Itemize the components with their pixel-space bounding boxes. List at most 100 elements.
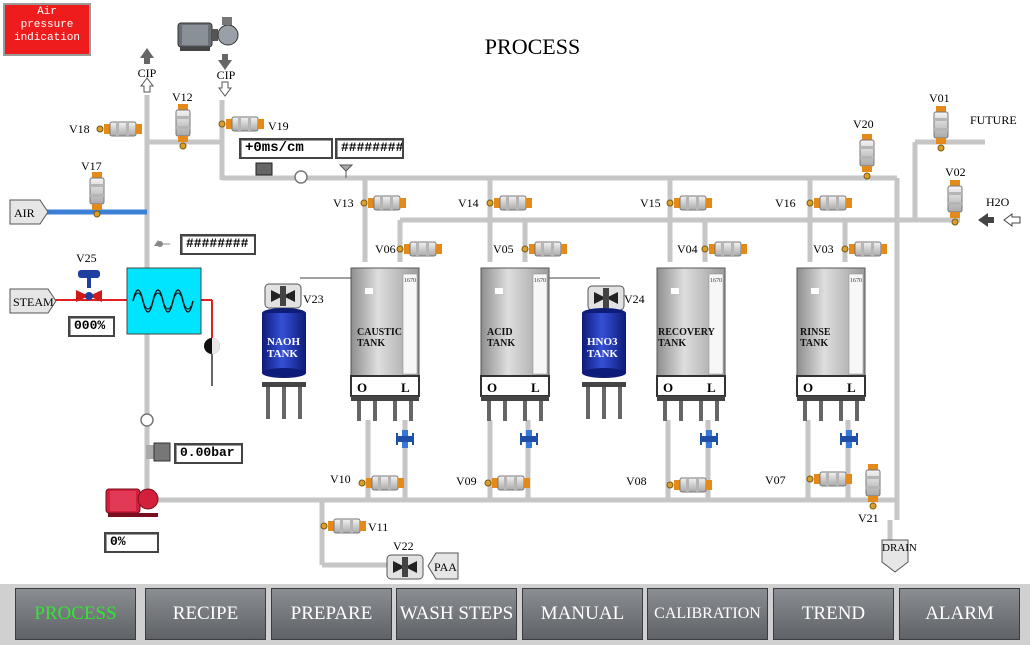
rinse-tank-label-2: TANK xyxy=(800,338,828,349)
v08-label: V08 xyxy=(626,474,647,488)
pump-speed-readout[interactable]: 0% xyxy=(104,532,159,553)
nav-wash-steps-button[interactable]: WASH STEPS xyxy=(396,588,517,640)
rinse-tank-tag: 1670 xyxy=(850,278,862,284)
v22-label: V22 xyxy=(393,539,414,553)
rinse-low-level: O xyxy=(803,380,813,395)
v24-label: V24 xyxy=(624,292,645,306)
naoh-tank-label-2: TANK xyxy=(267,348,298,360)
nav-manual-button[interactable]: MANUAL xyxy=(522,588,643,640)
supply-pump-icon[interactable] xyxy=(177,17,239,51)
valve-v13-icon[interactable] xyxy=(360,195,407,211)
v23-label: V23 xyxy=(303,292,324,306)
v16-label: V16 xyxy=(775,196,796,210)
v15-label: V15 xyxy=(640,196,661,210)
steam-trap-icon xyxy=(204,338,220,386)
nav-process-button[interactable]: PROCESS xyxy=(15,588,136,640)
steam-source-tag: STEAM xyxy=(9,288,57,314)
caustic-tank-label-2: TANK xyxy=(357,338,385,349)
temperature-readout[interactable]: ######## xyxy=(180,234,256,255)
naoh-tank-label: NAOH xyxy=(267,336,300,348)
conductivity-aux-readout[interactable]: ######## xyxy=(335,138,404,159)
acid-level: L xyxy=(531,380,540,395)
future-label: FUTURE xyxy=(970,113,1017,127)
valve-v05-icon[interactable] xyxy=(521,241,568,257)
steam-valve-readout[interactable]: 000% xyxy=(68,316,115,337)
v04-label: V04 xyxy=(677,242,698,256)
v10-label: V10 xyxy=(330,472,351,486)
conductivity-meter-icon xyxy=(255,162,273,176)
caustic-tank-label: CAUSTIC xyxy=(357,327,402,338)
recovery-low-level: O xyxy=(663,380,673,395)
valve-v25-icon[interactable] xyxy=(76,270,102,302)
valve-v03-icon[interactable] xyxy=(841,241,888,257)
v06-label: V06 xyxy=(375,242,396,256)
valve-v23-icon[interactable] xyxy=(264,283,302,309)
recovery-flowmeter-icon xyxy=(700,430,718,448)
valve-v08-icon[interactable] xyxy=(666,477,713,493)
v25-label: V25 xyxy=(76,251,97,265)
acid-flowmeter-icon xyxy=(520,430,538,448)
h2o-inlet-arrow xyxy=(978,213,1021,227)
valve-v15-icon[interactable] xyxy=(666,195,713,211)
valve-v19-icon[interactable] xyxy=(218,116,265,132)
pressure-node-icon xyxy=(140,413,154,427)
air-label: AIR xyxy=(14,206,35,220)
valve-v22-icon[interactable] xyxy=(386,554,424,580)
acid-tank-label: ACID xyxy=(487,327,513,338)
v12-label: V12 xyxy=(172,90,193,104)
hno3-tank[interactable] xyxy=(582,308,626,419)
v13-label: V13 xyxy=(333,196,354,210)
nav-trend-button[interactable]: TREND xyxy=(773,588,894,640)
valve-v20-icon[interactable] xyxy=(859,133,875,180)
nav-calibration-button[interactable]: CALIBRATION xyxy=(647,588,768,640)
nav-alarm-button[interactable]: ALARM xyxy=(899,588,1020,640)
valve-v16-icon[interactable] xyxy=(806,195,853,211)
drain-tag: DRAIN xyxy=(881,539,917,573)
paa-label: PAA xyxy=(434,560,457,574)
pressure-readout[interactable]: 0.00bar xyxy=(174,443,243,464)
return-pump-icon[interactable] xyxy=(105,488,159,517)
cip-return-arrow xyxy=(140,48,154,93)
air-pressure-alarm[interactable]: Air pressure indication xyxy=(3,3,91,56)
valve-v07-icon[interactable] xyxy=(806,471,853,487)
naoh-tank[interactable] xyxy=(262,308,306,419)
v03-label: V03 xyxy=(813,242,834,256)
cip-supply-arrow xyxy=(218,54,232,97)
flow-switch-icon xyxy=(294,170,308,184)
piping xyxy=(144,95,985,568)
v20-label: V20 xyxy=(853,117,874,131)
valve-v18-icon[interactable] xyxy=(96,121,143,137)
nav-recipe-button[interactable]: RECIPE xyxy=(145,588,266,640)
cip-supply-label: CIP xyxy=(217,68,236,82)
drain-label: DRAIN xyxy=(882,542,917,554)
acid-low-level: O xyxy=(487,380,497,395)
valve-v14-icon[interactable] xyxy=(486,195,533,211)
v18-label: V18 xyxy=(69,122,90,136)
heat-exchanger-icon xyxy=(126,267,202,335)
conductivity-readout[interactable]: +0ms/cm xyxy=(239,138,333,159)
v19-label: V19 xyxy=(268,119,289,133)
v09-label: V09 xyxy=(456,474,477,488)
pressure-sensor-icon xyxy=(146,442,171,462)
hno3-tank-label: HNO3 xyxy=(587,336,618,348)
recovery-tank-label-2: TANK xyxy=(658,338,686,349)
v11-label: V11 xyxy=(368,520,388,534)
rinse-tank-label: RINSE xyxy=(800,327,831,338)
valve-v11-icon[interactable] xyxy=(320,518,367,534)
cip-return-label: CIP xyxy=(138,66,157,80)
acid-tank-tag: 1670 xyxy=(534,278,546,284)
air-source-tag: AIR xyxy=(9,199,49,225)
hno3-tank-label-2: TANK xyxy=(587,348,618,360)
recovery-level: L xyxy=(707,380,716,395)
valve-v04-icon[interactable] xyxy=(701,241,748,257)
page-title: PROCESS xyxy=(484,34,581,59)
valve-v06-icon[interactable] xyxy=(396,241,443,257)
v05-label: V05 xyxy=(493,242,514,256)
rinse-level: L xyxy=(847,380,856,395)
valve-v24-icon[interactable] xyxy=(587,285,625,311)
nav-prepare-button[interactable]: PREPARE xyxy=(271,588,392,640)
conductivity-sensor-icon xyxy=(338,164,354,178)
h2o-label: H2O xyxy=(986,195,1010,209)
